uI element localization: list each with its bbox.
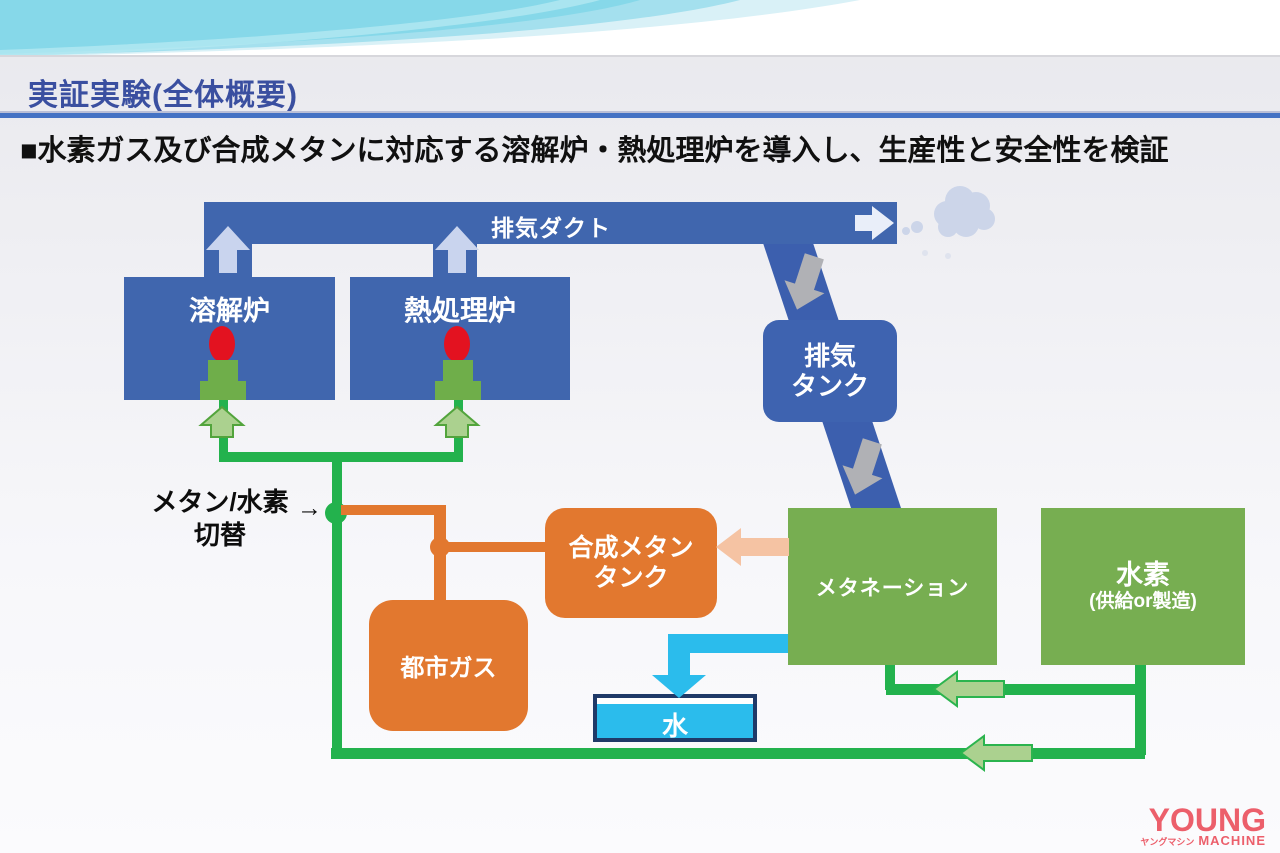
heat-treatment-furnace-box: 熱処理炉 xyxy=(350,277,570,400)
logo-young-text: YOUNG xyxy=(1148,802,1266,838)
banner-edge xyxy=(0,55,1280,57)
synthetic-methane-tank-box: 合成メタン タンク xyxy=(545,508,717,618)
melting-furnace-box: 溶解炉 xyxy=(124,277,335,400)
young-machine-logo: YOUNG ヤングマシン MACHINE xyxy=(1140,804,1266,847)
water-label: 水 xyxy=(661,711,688,741)
duct-stub-right xyxy=(433,243,477,278)
banner-wave-streak xyxy=(0,0,600,57)
water-pipe-horizontal xyxy=(668,634,788,653)
page-title: 実証実験(全体概要) xyxy=(28,79,298,112)
methanation-box: メタネーション xyxy=(788,508,997,665)
exhaust-down-arrow-lower-icon xyxy=(842,438,883,495)
melting-furnace-label: 溶解炉 xyxy=(189,296,270,326)
water-box: 水 xyxy=(593,694,757,742)
hydrogen-label-line1: 水素 xyxy=(1116,559,1170,590)
banner-wave-inner xyxy=(0,0,640,54)
exhaust-duct: 排気ダクト xyxy=(204,202,897,244)
methane-pipe-node xyxy=(430,537,450,557)
heat-treatment-furnace-label: 熱処理炉 xyxy=(403,295,516,326)
title-underline xyxy=(0,113,1280,118)
water-surface-stripe xyxy=(597,698,753,704)
methane-pipe-from-switch xyxy=(341,505,442,515)
duct-stub-left xyxy=(204,243,252,278)
gas-pipe-burner-left xyxy=(219,398,228,454)
synthetic-methane-tank-line2: タンク xyxy=(593,564,669,592)
switch-label-line1: メタン/水素 xyxy=(151,487,289,517)
methanation-label: メタネーション xyxy=(815,576,970,600)
city-gas-label: 都市ガス xyxy=(400,655,497,682)
city-gas-box: 都市ガス xyxy=(369,600,528,731)
methane-left-arrow-icon xyxy=(716,528,789,566)
switch-label-line2: 切替 xyxy=(193,520,246,550)
logo-machine-text: MACHINE xyxy=(1198,833,1266,848)
exhaust-tank-label-line1: 排気 xyxy=(803,341,856,371)
exhaust-down-arrow-upper-icon xyxy=(784,253,825,310)
hydrogen-pipe-methanation-stub xyxy=(885,663,895,690)
switch-pointer-arrow-icon: → xyxy=(297,494,322,522)
hydrogen-pipe-bottom xyxy=(331,748,1145,759)
slide-heading: ■水素ガス及び合成メタンに対応する溶解炉・熱処理炉を導入し、生産性と安全性を検証 xyxy=(20,135,1169,167)
exhaust-cloud-icon xyxy=(902,186,995,259)
gas-pipe-main-vertical xyxy=(332,452,342,752)
hydrogen-label-line2: (供給or製造) xyxy=(1089,590,1197,612)
methane-pipe-to-tank xyxy=(440,542,547,552)
banner-wave xyxy=(0,0,1280,57)
hydrogen-pipe-from-hydrogen-box xyxy=(1135,663,1146,755)
exhaust-duct-label: 排気ダクト xyxy=(491,215,611,241)
exhaust-tank-label-line2: タンク xyxy=(790,371,869,401)
switch-label: メタン/水素 切替 xyxy=(140,486,300,552)
synthetic-methane-tank-line1: 合成メタン xyxy=(568,534,694,562)
logo-katakana-text: ヤングマシン xyxy=(1140,837,1195,847)
hydrogen-pipe-to-methanation xyxy=(886,684,1136,695)
hydrogen-box: 水素 (供給or製造) xyxy=(1041,508,1245,665)
water-pipe-vertical xyxy=(668,634,690,676)
exhaust-tank-box: 排気 タンク xyxy=(763,320,897,422)
gas-pipe-burner-right xyxy=(454,398,463,454)
